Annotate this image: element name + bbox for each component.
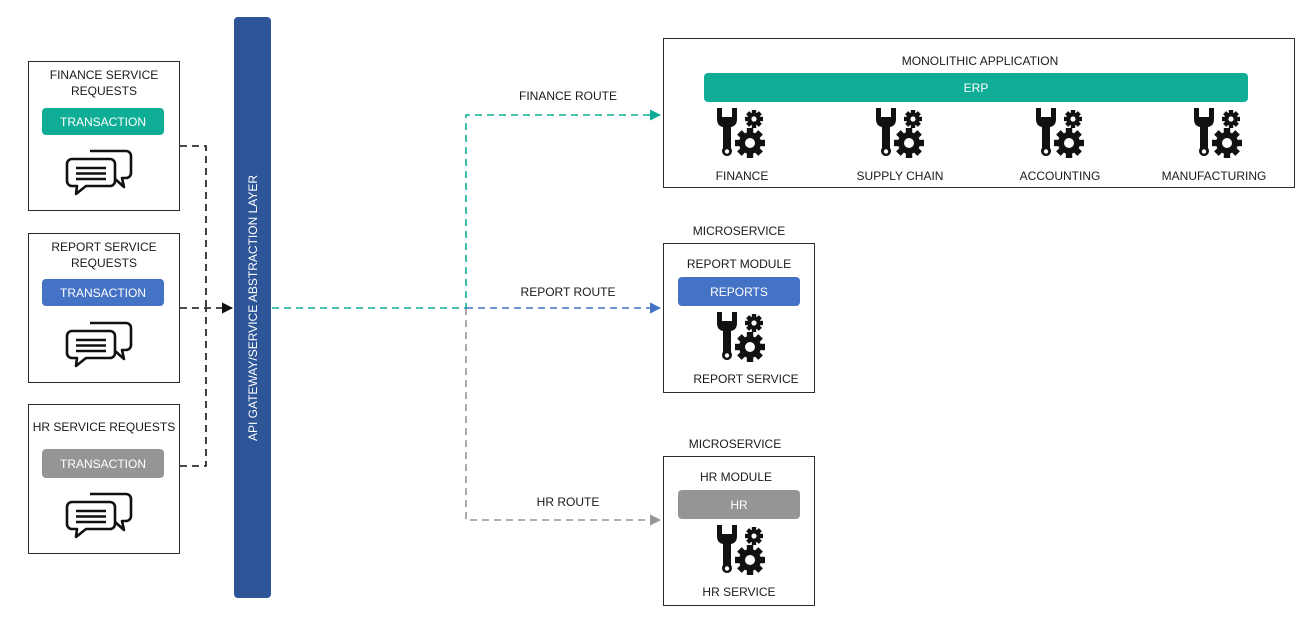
tools-icon [713, 309, 769, 365]
hr-service-label: HR SERVICE [702, 585, 776, 599]
hr-module-title: HR MODULE [699, 470, 772, 484]
hr-route-line [465, 308, 662, 526]
report-route-label: REPORT ROUTE [520, 285, 616, 299]
hr-route-label: HR ROUTE [536, 495, 600, 509]
module-accounting: ACCOUNTING [1019, 169, 1101, 183]
api-gateway-label: API GATEWAY/SERVICE ABSTRACTION LAYER [245, 174, 260, 441]
report-service-label: REPORT SERVICE [693, 372, 799, 386]
finance-request-box: FINANCE SERVICE REQUESTS TRANSACTION [28, 61, 180, 211]
hr-microservice-caption: MICROSERVICE [688, 437, 782, 451]
report-transaction-badge: TRANSACTION [42, 279, 164, 306]
finance-request-connector [180, 145, 207, 308]
finance-transaction-badge: TRANSACTION [42, 108, 164, 135]
finance-request-title: FINANCE SERVICE REQUESTS [49, 68, 159, 98]
monolithic-application-box: MONOLITHIC APPLICATION ERP FINANCE SUPPL… [663, 38, 1295, 188]
report-request-box: REPORT SERVICE REQUESTS TRANSACTION [28, 233, 180, 383]
tools-icon [872, 105, 928, 161]
chat-icon [64, 319, 134, 369]
report-request-title: REPORT SERVICE REQUESTS [51, 240, 157, 270]
report-microservice-box: REPORT MODULE REPORTS REPORT SERVICE [663, 243, 815, 393]
reports-bar: REPORTS [678, 277, 800, 306]
erp-bar: ERP [704, 73, 1248, 102]
api-gateway-bar: API GATEWAY/SERVICE ABSTRACTION LAYER [234, 17, 271, 598]
module-manufacturing: MANUFACTURING [1161, 169, 1267, 183]
hr-transaction-badge: TRANSACTION [42, 449, 164, 478]
monolithic-application-title: MONOLITHIC APPLICATION [901, 54, 1059, 68]
hr-request-box: HR SERVICE REQUESTS TRANSACTION [28, 404, 180, 554]
tools-icon [1190, 105, 1246, 161]
tools-icon [1032, 105, 1088, 161]
hr-bar: HR [678, 490, 800, 519]
finance-route-label: FINANCE ROUTE [518, 89, 617, 103]
tools-icon [713, 105, 769, 161]
hr-microservice-box: HR MODULE HR HR SERVICE [663, 456, 815, 606]
hr-request-title: HR SERVICE REQUESTS [32, 420, 176, 434]
chat-icon [64, 147, 134, 197]
module-supply-chain: SUPPLY CHAIN [856, 169, 944, 183]
report-microservice-caption: MICROSERVICE [692, 224, 786, 238]
chat-icon [64, 490, 134, 540]
tools-icon [713, 522, 769, 578]
report-module-title: REPORT MODULE [686, 257, 792, 271]
module-finance: FINANCE [715, 169, 769, 183]
finance-route-line [272, 109, 662, 309]
hr-request-connector [180, 308, 207, 467]
